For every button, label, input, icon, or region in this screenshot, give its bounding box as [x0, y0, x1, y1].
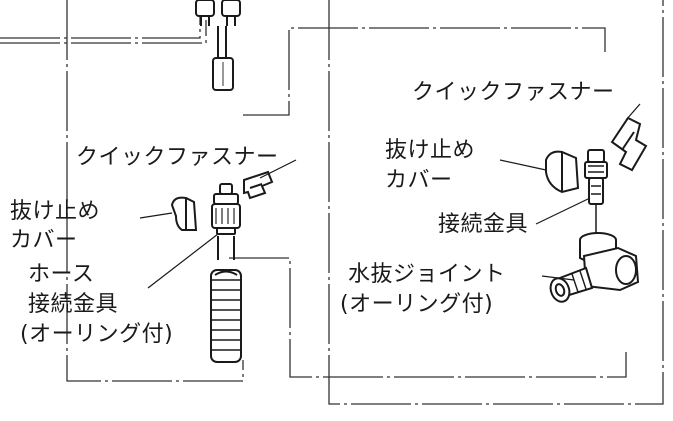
stopper-cover-icon	[545, 150, 580, 194]
label-stopper-cover-left-line2: カバー	[10, 228, 78, 253]
quick-fastener-clip-icon	[610, 116, 648, 172]
leader-quick-fastener-left	[259, 159, 297, 179]
frame-lines	[0, 0, 664, 405]
label-drain-joint-line1: 水抜ジョイント	[348, 262, 506, 287]
drain-joint-icon	[549, 232, 640, 303]
quick-fastener-clip-icon	[243, 170, 274, 200]
label-quick-fastener-left: クイックファスナー	[76, 145, 279, 170]
label-stopper-cover-right-line1: 抜け止め	[385, 138, 476, 163]
stopper-cover-icon	[170, 196, 198, 231]
leader-quick-fastener-right	[625, 103, 641, 121]
leader-stopper-cover-right	[499, 159, 547, 171]
lower-connector-line	[229, 257, 627, 378]
upper-connector-line	[243, 27, 606, 116]
label-hose-fitting-line1: ホース	[28, 262, 95, 287]
leader-drain-joint	[541, 275, 575, 281]
label-hose-fitting-line2: 接続金具	[28, 292, 119, 317]
leader-hose-fitting	[147, 233, 219, 289]
hose-fitting-icon	[211, 183, 241, 235]
label-stopper-cover-right-line2: カバー	[385, 168, 453, 193]
leader-stopper-cover-left	[139, 212, 173, 219]
leader-fitting-right	[535, 197, 591, 225]
left-assembly-frame	[66, 0, 244, 382]
label-quick-fastener-right: クイックファスナー	[412, 80, 615, 105]
hose-icon	[210, 236, 242, 363]
label-fitting-right: 接続金具	[438, 212, 529, 237]
label-hose-fitting-line3: (オーリング付)	[20, 322, 174, 347]
label-drain-joint-line2: (オーリング付)	[340, 292, 494, 317]
fitting-icon	[584, 149, 608, 205]
top-left-guide-line-2	[0, 20, 207, 44]
right-assembly-frame	[328, 0, 664, 405]
label-stopper-cover-left-line1: 抜け止め	[10, 199, 101, 224]
top-left-guide-line	[0, 0, 201, 39]
pipe-icon	[195, 0, 241, 91]
